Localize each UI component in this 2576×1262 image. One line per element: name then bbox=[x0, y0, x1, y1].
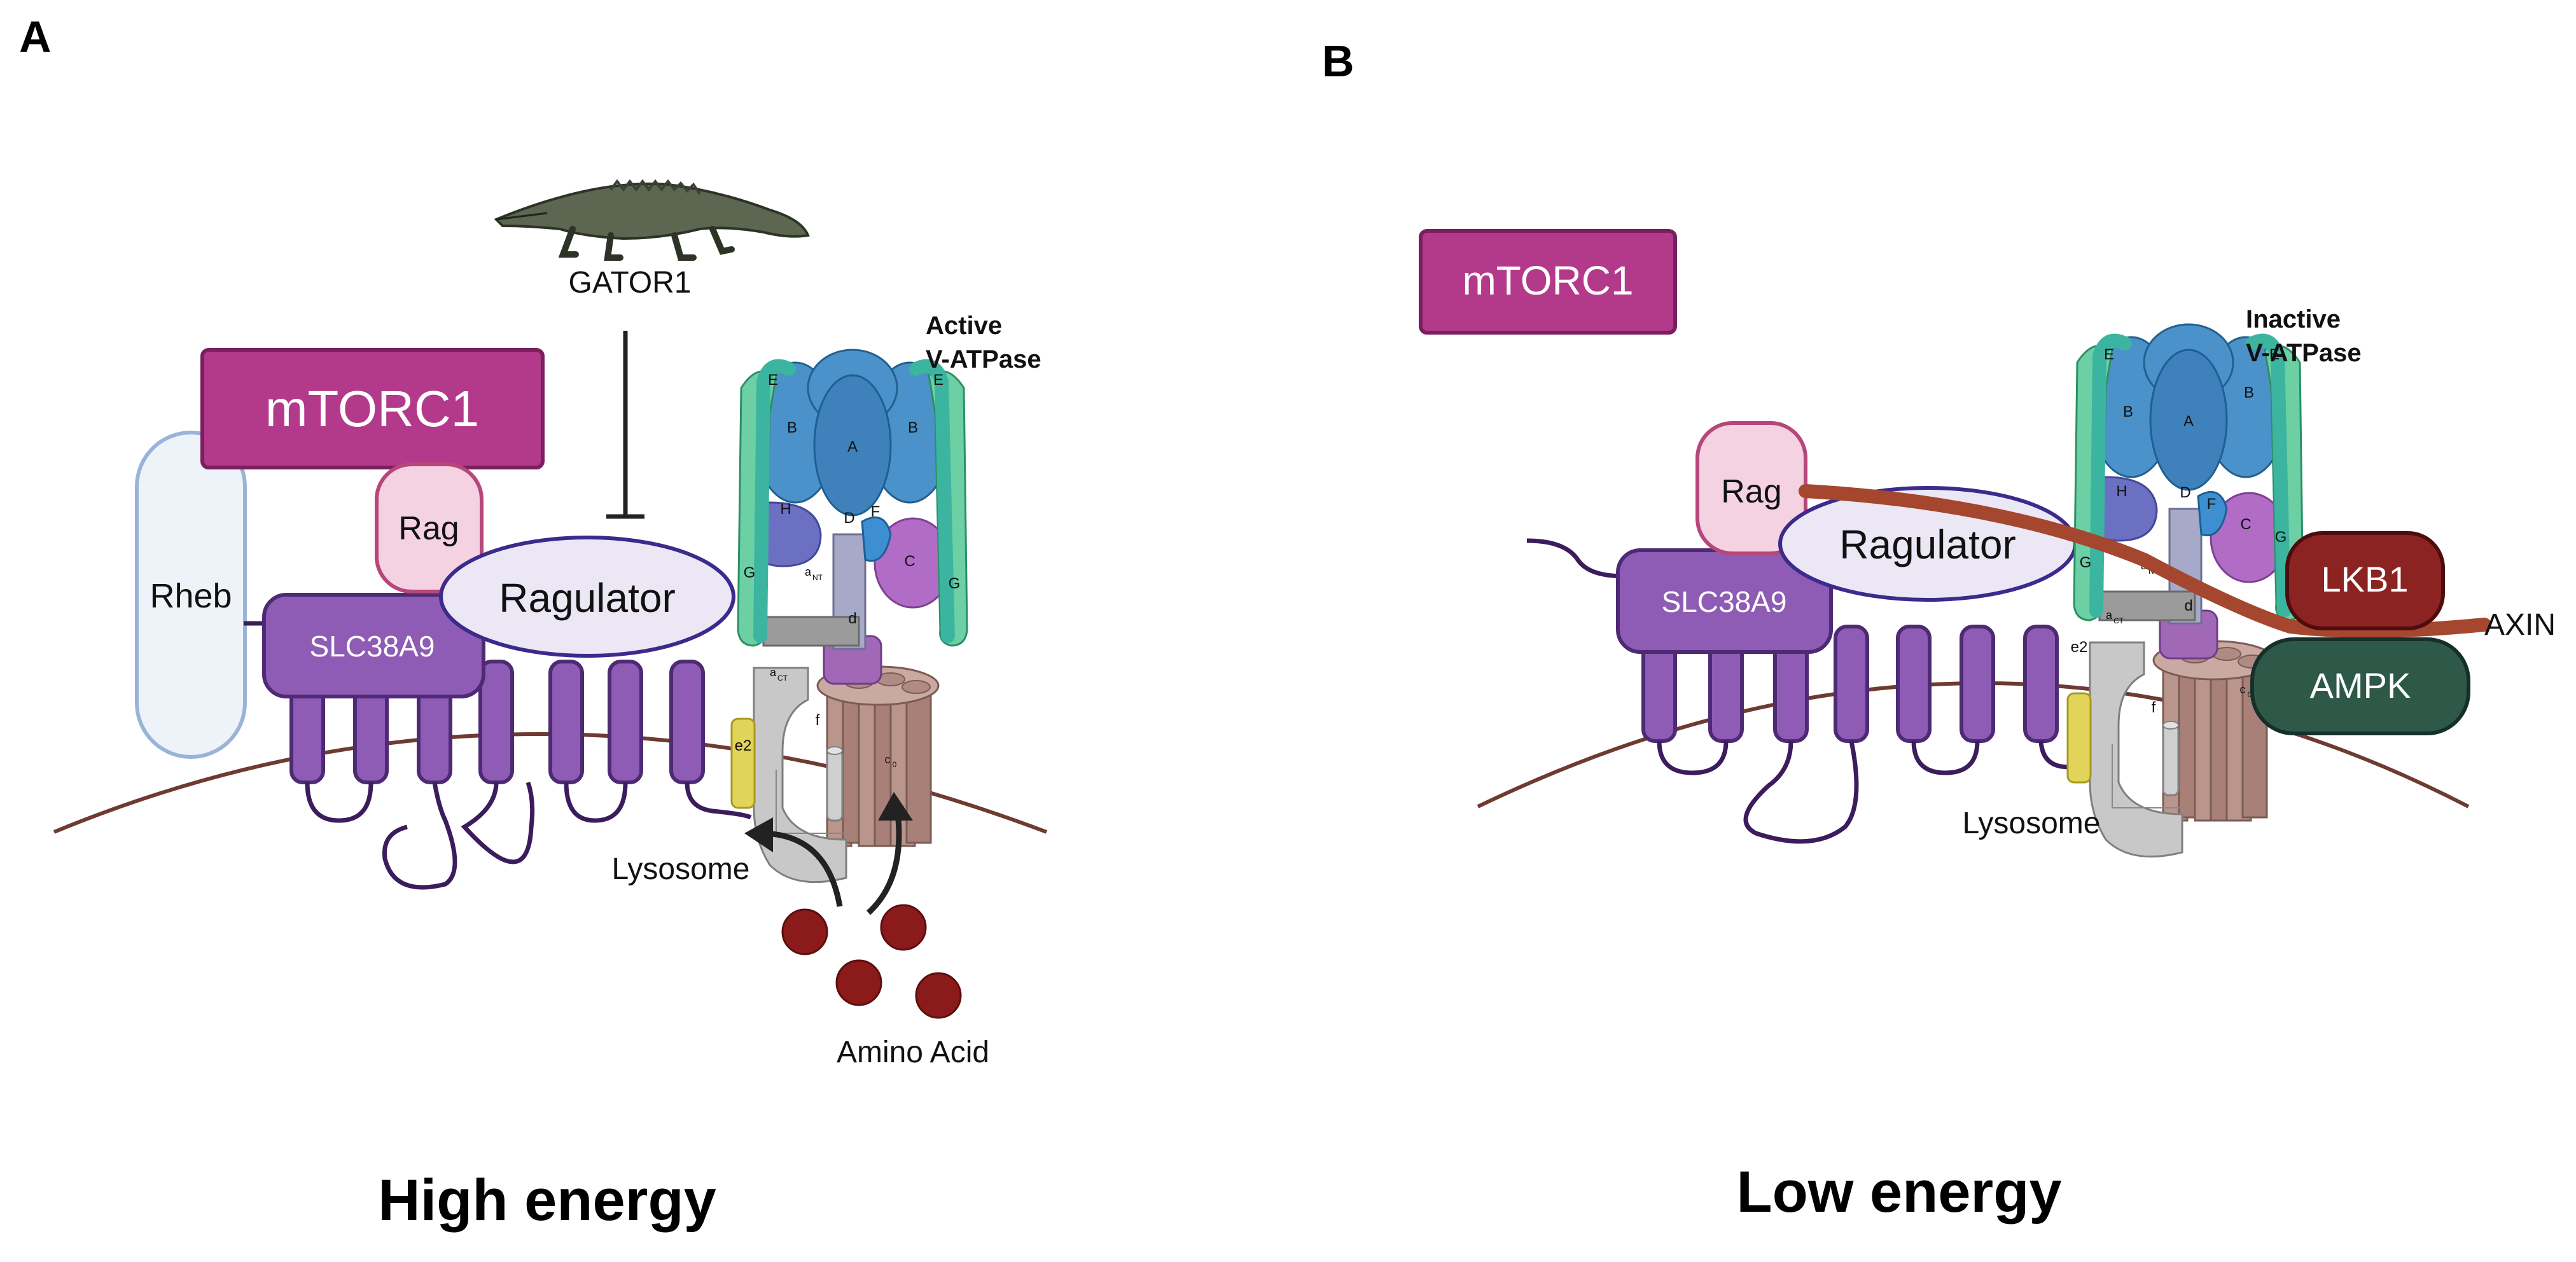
svg-text:a: a bbox=[805, 565, 812, 578]
svg-text:d: d bbox=[848, 610, 856, 627]
lysosome-label-a: Lysosome bbox=[612, 852, 750, 886]
amino-acid-arrow-left bbox=[760, 830, 843, 907]
svg-text:F: F bbox=[2207, 496, 2217, 513]
svg-text:E: E bbox=[2269, 346, 2280, 363]
svg-text:a: a bbox=[2106, 609, 2113, 621]
lkb1-protein bbox=[2285, 531, 2445, 630]
svg-text:0: 0 bbox=[893, 760, 897, 769]
svg-text:B: B bbox=[787, 419, 797, 436]
svg-text:e2: e2 bbox=[2071, 639, 2088, 656]
mtorc1-complex-b bbox=[1419, 229, 1677, 335]
panel-b-letter: B bbox=[1322, 36, 1354, 86]
svg-text:H: H bbox=[780, 501, 791, 518]
svg-text:D: D bbox=[844, 510, 854, 527]
gator1-label: GATOR1 bbox=[569, 266, 692, 300]
rheb-label: Rheb bbox=[150, 577, 232, 615]
panel-a: A Rheb SLC38A9 mTORC1 bbox=[19, 12, 1048, 1233]
ragulator-complex-a bbox=[439, 536, 735, 658]
lkb1-label: LKB1 bbox=[2322, 559, 2409, 599]
panel-a-caption: High energy bbox=[378, 1168, 716, 1233]
svg-text:A: A bbox=[847, 438, 858, 455]
mtorc1-label-a: mTORC1 bbox=[265, 380, 479, 437]
svg-text:f: f bbox=[2152, 699, 2156, 716]
rag-protein-a bbox=[375, 462, 484, 593]
slc38a9-transmembrane-b bbox=[1641, 625, 2059, 743]
ampk-protein bbox=[2250, 637, 2470, 735]
svg-text:D: D bbox=[2180, 484, 2190, 501]
svg-text:c: c bbox=[885, 753, 891, 766]
svg-text:E: E bbox=[2104, 346, 2114, 363]
svg-text:f: f bbox=[816, 712, 820, 729]
svg-text:G: G bbox=[2080, 554, 2092, 571]
slc38a9-loops-a bbox=[244, 621, 752, 890]
svg-text:a: a bbox=[770, 666, 777, 679]
gator1-crocodile-icon bbox=[494, 179, 810, 261]
svg-text:F: F bbox=[871, 503, 881, 520]
svg-text:0: 0 bbox=[2248, 690, 2252, 699]
ampk-label: AMPK bbox=[2310, 665, 2411, 705]
rag-label-b: Rag bbox=[1721, 473, 1781, 510]
ragulator-label-a: Ragulator bbox=[499, 575, 676, 621]
svg-text:E: E bbox=[933, 371, 943, 389]
amino-acid-label: Amino Acid bbox=[837, 1036, 989, 1069]
ragulator-label-b: Ragulator bbox=[1839, 522, 2016, 567]
svg-text:G: G bbox=[2275, 529, 2287, 546]
svg-text:A: A bbox=[2183, 413, 2194, 430]
rheb-protein bbox=[135, 431, 247, 759]
svg-text:C: C bbox=[2240, 516, 2251, 533]
vatpase-state-a: Active bbox=[926, 312, 1002, 340]
rag-label-a: Rag bbox=[398, 510, 459, 547]
slc38a9-protein-a bbox=[262, 593, 485, 698]
amino-acid-arrow-right bbox=[866, 807, 902, 915]
svg-text:G: G bbox=[744, 564, 756, 581]
svg-text:E: E bbox=[768, 371, 778, 389]
amino-acid-arrowhead-left bbox=[744, 817, 773, 852]
svg-text:CT: CT bbox=[777, 674, 788, 683]
svg-text:H: H bbox=[2116, 483, 2127, 500]
svg-text:B: B bbox=[908, 419, 918, 436]
svg-text:NT: NT bbox=[812, 573, 823, 582]
svg-text:C: C bbox=[904, 553, 915, 570]
vatpase-state-b: Inactive bbox=[2246, 305, 2341, 333]
amino-acid-molecules bbox=[781, 904, 962, 1019]
panel-b-caption: Low energy bbox=[1736, 1160, 2061, 1224]
mtorc1-complex-a bbox=[200, 348, 545, 469]
svg-text:G: G bbox=[949, 575, 961, 592]
v-atpase-active: E E B A B H D F C G G d f e2 a CT a NT c… bbox=[732, 350, 967, 882]
svg-text:e2: e2 bbox=[735, 737, 752, 754]
vatpase-name-a: V-ATPase bbox=[926, 345, 1041, 373]
vatpase-name-b: V-ATPase bbox=[2246, 339, 2362, 367]
axin-protein bbox=[1799, 484, 2491, 638]
axin-label: AXIN bbox=[2484, 608, 2556, 642]
amino-acid-arrowhead-right bbox=[878, 792, 913, 821]
panel-a-letter: A bbox=[19, 12, 52, 62]
slc38a9-label-a: SLC38A9 bbox=[310, 630, 435, 663]
mtorc1-label-b: mTORC1 bbox=[1462, 258, 1633, 303]
svg-text:B: B bbox=[2123, 403, 2133, 420]
slc38a9-label-b: SLC38A9 bbox=[1662, 585, 1787, 618]
svg-text:CT: CT bbox=[2113, 616, 2124, 625]
svg-text:d: d bbox=[2184, 597, 2192, 614]
svg-text:B: B bbox=[2244, 384, 2254, 401]
panel-b: B mTORC1 SLC38A9 Rag Ragu bbox=[1322, 36, 2556, 1224]
svg-text:c: c bbox=[2240, 683, 2246, 696]
v-atpase-inactive: E E B A B H D F C G G d f e2 a CT a NT c… bbox=[2068, 324, 2303, 857]
lysosome-label-b: Lysosome bbox=[1963, 807, 2101, 840]
